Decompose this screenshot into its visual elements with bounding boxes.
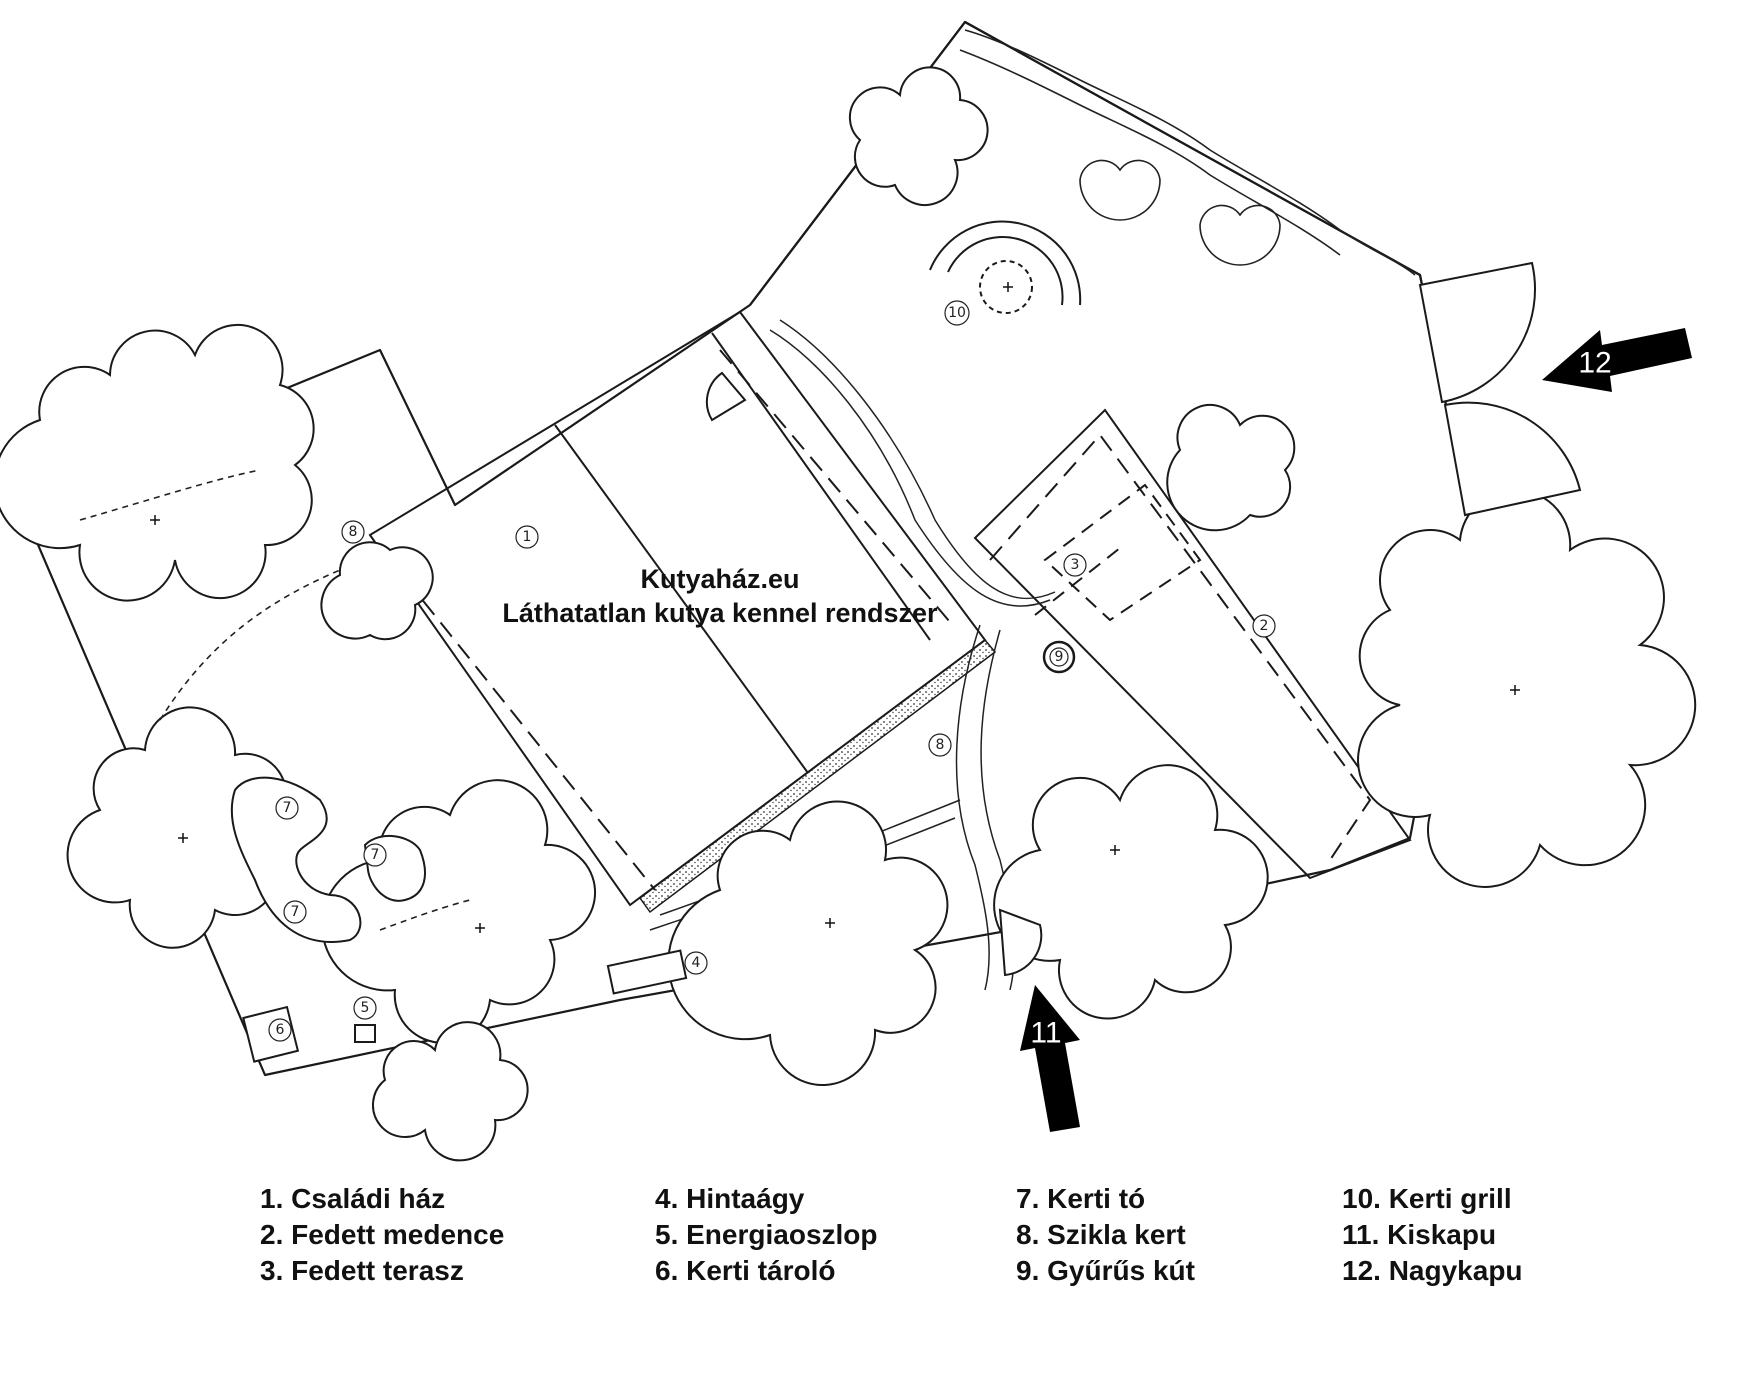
pool-terrace [973, 408, 1412, 880]
legend-item: 12. Nagykapu [1342, 1255, 1523, 1286]
site-name: Kutyaház.eu [640, 564, 800, 594]
tree-left-top [0, 323, 315, 602]
garden-grill [929, 220, 1082, 314]
marker-8a: 8 [341, 520, 365, 544]
svg-text:8: 8 [936, 737, 945, 753]
big-gate-leaves [1418, 261, 1537, 404]
legend-item: 8. Szikla kert [1016, 1219, 1186, 1250]
svg-text:11: 11 [1030, 1017, 1061, 1050]
marker-1: 1 [515, 525, 539, 549]
marker-4: 4 [684, 951, 708, 975]
svg-text:10: 10 [948, 305, 966, 321]
svg-text:2: 2 [1260, 618, 1269, 634]
marker-7a: 7 [275, 796, 299, 820]
svg-text:7: 7 [371, 847, 380, 863]
gates [998, 261, 1582, 977]
legend-item: 2. Fedett medence [260, 1219, 505, 1250]
tree-bottom-center [667, 800, 949, 1086]
tree-top-left [848, 66, 989, 206]
legend-col-1: 1. Családi ház 2. Fedett medence 3. Fede… [260, 1181, 504, 1289]
svg-text:4: 4 [692, 955, 701, 971]
legend-col-2: 4. Hintaágy 5. Energiaoszlop 6. Kerti tá… [655, 1181, 878, 1289]
marker-5: 5 [353, 996, 377, 1020]
tree-house-side [320, 541, 434, 641]
tree-small-bottom [372, 1021, 529, 1162]
house-gravel-strip [638, 638, 997, 914]
marker-7c: 7 [283, 900, 307, 924]
svg-text:1: 1 [523, 529, 532, 545]
marker-9: 9 [1049, 647, 1069, 667]
marker-3: 3 [1063, 553, 1087, 577]
arrow-big-gate: 12 [1542, 328, 1692, 392]
marker-8b: 8 [928, 733, 952, 757]
svg-text:5: 5 [361, 1000, 370, 1016]
svg-text:12: 12 [1578, 347, 1611, 380]
hedges [79, 29, 1416, 931]
small-gate-leaf [998, 908, 1043, 977]
svg-text:6: 6 [276, 1022, 285, 1038]
site-title: Kutyaház.eu Láthatatlan kutya kennel ren… [440, 562, 1000, 630]
marker-2: 2 [1252, 614, 1276, 638]
legend-item: 3. Fedett terasz [260, 1255, 464, 1286]
svg-text:8: 8 [349, 524, 358, 540]
site-subtitle: Láthatatlan kutya kennel rendszer [502, 598, 938, 628]
svg-text:3: 3 [1071, 557, 1080, 573]
tree-trunk-marks [150, 282, 1520, 933]
legend-item: 1. Családi ház [260, 1183, 446, 1214]
tree-right-big [1356, 488, 1697, 889]
swing-bench [606, 949, 688, 995]
legend: 1. Családi ház 2. Fedett medence 3. Fede… [0, 1181, 1750, 1301]
legend-item: 9. Gyűrűs kút [1016, 1255, 1195, 1286]
legend-item: 5. Energiaoszlop [655, 1219, 878, 1250]
legend-item: 4. Hintaágy [655, 1183, 805, 1214]
energy-pole [354, 1024, 376, 1043]
svg-text:7: 7 [291, 904, 300, 920]
arrow-small-gate: 11 [1020, 985, 1080, 1132]
svg-text:9: 9 [1055, 649, 1064, 665]
tree-right-small [1166, 404, 1296, 532]
legend-item: 6. Kerti tároló [655, 1255, 836, 1286]
marker-6: 6 [268, 1018, 292, 1042]
tree-bottom-right [993, 764, 1269, 1020]
legend-item: 11. Kiskapu [1342, 1219, 1497, 1250]
legend-item: 10. Kerti grill [1342, 1183, 1512, 1214]
legend-col-4: 10. Kerti grill 11. Kiskapu 12. Nagykapu [1342, 1181, 1523, 1289]
svg-text:7: 7 [283, 800, 292, 816]
marker-10: 10 [944, 300, 970, 326]
legend-col-3: 7. Kerti tó 8. Szikla kert 9. Gyűrűs kút [1016, 1181, 1195, 1289]
marker-7b: 7 [363, 843, 387, 867]
legend-item: 7. Kerti tó [1016, 1183, 1146, 1214]
